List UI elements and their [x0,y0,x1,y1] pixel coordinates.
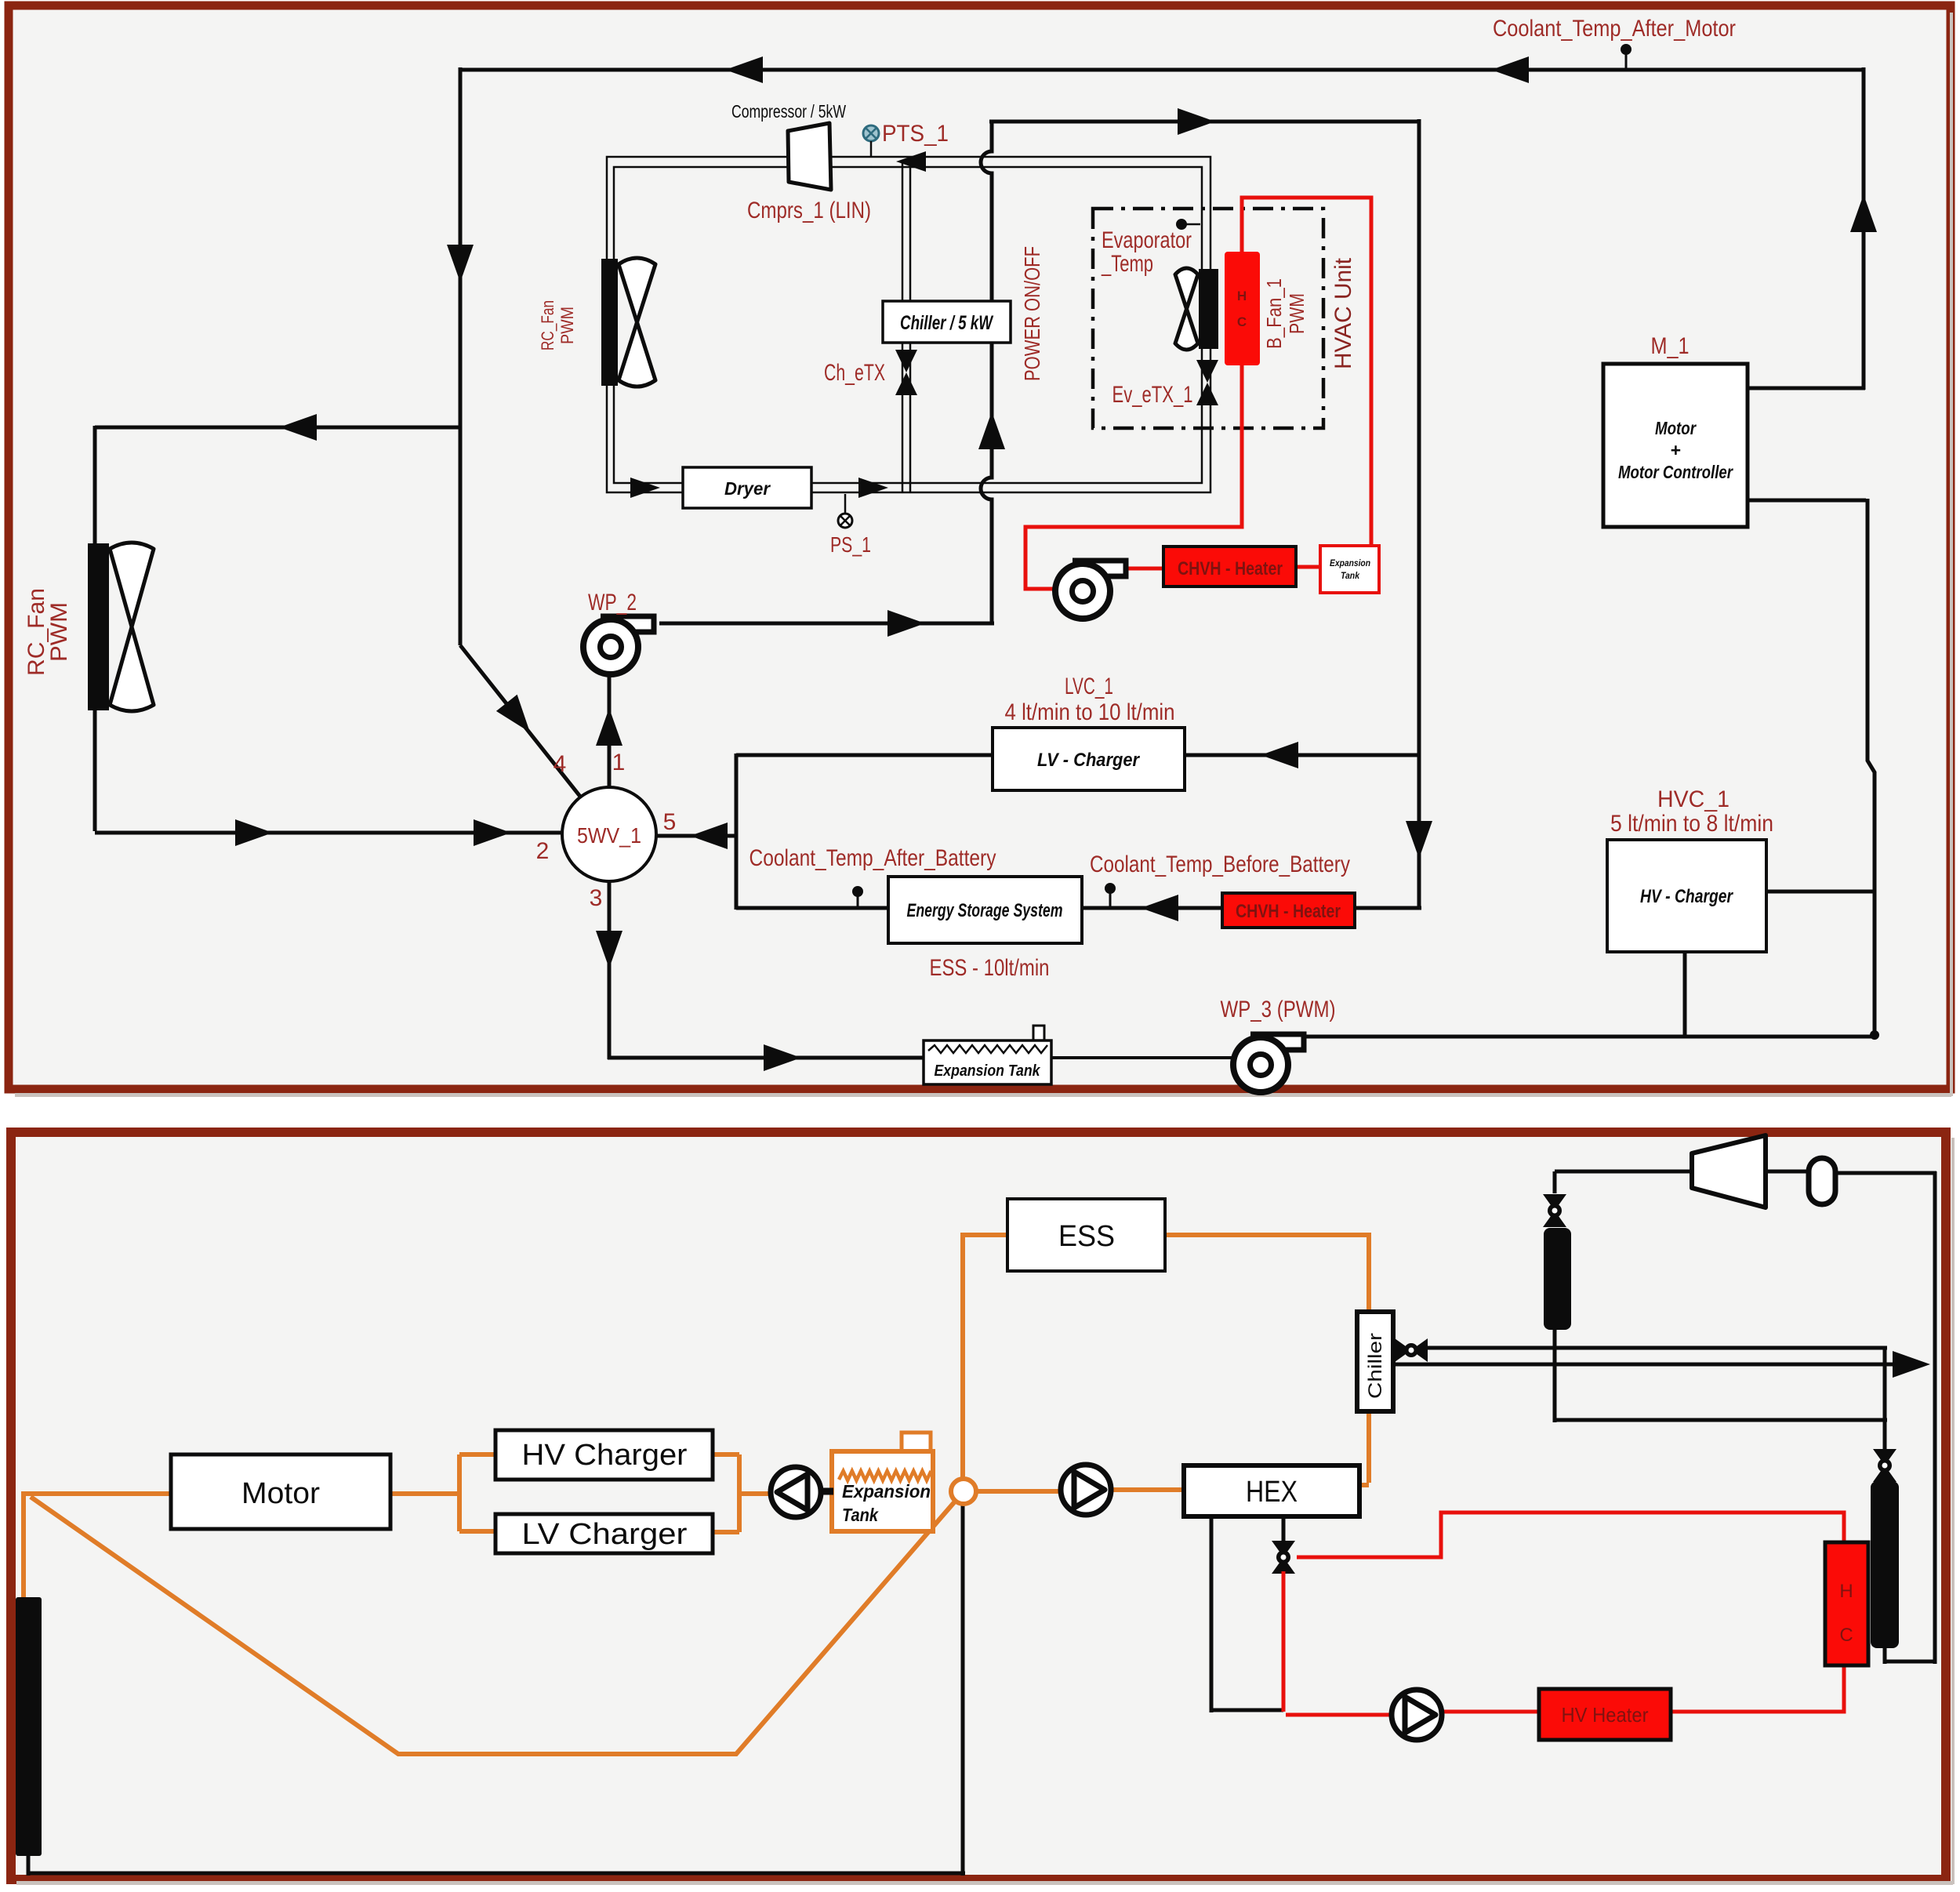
svg-text:H: H [1237,289,1247,303]
svg-text:4: 4 [554,751,567,777]
svg-text:CHVH - Heater: CHVH - Heater [1236,901,1341,922]
svg-text:HVC_1: HVC_1 [1657,786,1730,812]
svg-text:WP_2: WP_2 [588,590,637,616]
svg-text:H: H [1839,1581,1853,1602]
svg-text:PTS_1: PTS_1 [882,121,949,147]
svg-text:HEX: HEX [1246,1476,1298,1509]
svg-text:HVAC Unit: HVAC Unit [1330,257,1356,369]
svg-text:Coolant_Temp_After_Motor: Coolant_Temp_After_Motor [1493,16,1736,42]
svg-text:Tank: Tank [842,1505,879,1525]
svg-text:Ch_eTX: Ch_eTX [824,360,885,386]
svg-text:PWM: PWM [557,307,577,344]
svg-text:Energy Storage System: Energy Storage System [907,900,1063,921]
svg-text:C: C [1839,1625,1853,1646]
svg-text:HV Heater: HV Heater [1562,1703,1649,1727]
svg-text:Motor Controller: Motor Controller [1618,462,1733,482]
svg-text:5: 5 [663,809,677,835]
svg-text:WP_3 (PWM): WP_3 (PWM) [1221,997,1336,1022]
svg-text:Motor: Motor [241,1477,320,1510]
svg-text:Ev_eTX_1: Ev_eTX_1 [1112,382,1193,408]
svg-text:LVC_1: LVC_1 [1065,674,1113,699]
svg-text:1: 1 [612,750,626,775]
svg-text:4 lt/min to 10 lt/min: 4 lt/min to 10 lt/min [1005,699,1175,725]
svg-text:5 lt/min to 8 lt/min: 5 lt/min to 8 lt/min [1610,811,1773,837]
svg-text:Compressor / 5kW: Compressor / 5kW [731,101,846,122]
svg-text:2: 2 [536,838,550,864]
svg-text:_Temp: _Temp [1101,251,1153,277]
svg-text:Cmprs_1 (LIN): Cmprs_1 (LIN) [747,198,871,223]
svg-text:HV - Charger: HV - Charger [1640,886,1733,907]
svg-text:PWM: PWM [46,602,72,662]
svg-text:Evaporator: Evaporator [1102,227,1192,253]
svg-text:LV - Charger: LV - Charger [1037,750,1141,771]
svg-text:B_Fan_1: B_Fan_1 [1262,278,1286,349]
svg-text:Expansion Tank: Expansion Tank [935,1062,1041,1080]
svg-text:Coolant_Temp_After_Battery: Coolant_Temp_After_Battery [750,845,996,871]
svg-text:CHVH - Heater: CHVH - Heater [1178,558,1283,579]
svg-text:M_1: M_1 [1651,333,1690,359]
svg-text:RC_Fan: RC_Fan [24,588,49,676]
svg-text:ESS - 10lt/min: ESS - 10lt/min [930,955,1050,981]
svg-text:Dryer: Dryer [724,478,771,499]
svg-text:Coolant_Temp_Before_Battery: Coolant_Temp_Before_Battery [1090,852,1350,877]
svg-text:C: C [1237,314,1247,329]
svg-text:Motor: Motor [1655,418,1697,438]
svg-text:ESS: ESS [1058,1220,1115,1253]
svg-text:POWER ON/OFF: POWER ON/OFF [1020,246,1044,381]
svg-text:LV Charger: LV Charger [522,1518,688,1551]
svg-text:+: + [1670,440,1680,460]
svg-text:Chiller / 5 kW: Chiller / 5 kW [900,312,994,334]
svg-text:Expansion: Expansion [1330,557,1370,568]
svg-text:3: 3 [590,885,603,911]
svg-text:Chiller: Chiller [1365,1333,1386,1399]
svg-text:HV Charger: HV Charger [522,1439,688,1472]
svg-text:RC_Fan: RC_Fan [538,300,557,350]
svg-text:PWM: PWM [1285,293,1308,334]
svg-text:5WV_1: 5WV_1 [577,823,641,848]
svg-text:Expansion: Expansion [842,1481,931,1502]
svg-text:PS_1: PS_1 [830,532,871,557]
svg-text:Tank: Tank [1341,570,1360,581]
